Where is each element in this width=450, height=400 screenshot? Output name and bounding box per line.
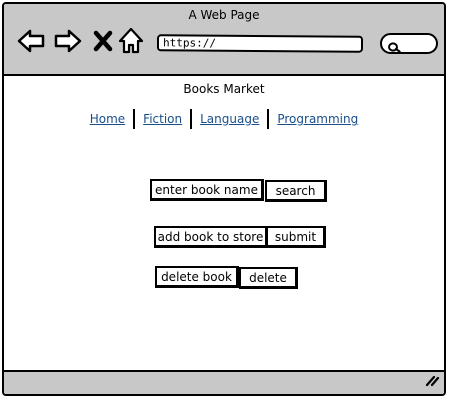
nav-divider <box>133 109 136 129</box>
nav-link-fiction[interactable]: Fiction <box>143 112 183 126</box>
submit-button[interactable]: submit <box>266 226 326 248</box>
nav-link-home[interactable]: Home <box>89 112 126 126</box>
nav-divider <box>190 109 193 129</box>
close-x-icon[interactable] <box>92 26 114 56</box>
site-nav: Home Fiction Language Programming <box>4 109 444 129</box>
page-content: Books Market Home Fiction Language Progr… <box>4 76 444 372</box>
address-bar-input[interactable] <box>156 34 364 53</box>
search-icon <box>386 38 402 57</box>
browser-search-field[interactable] <box>380 33 438 54</box>
forward-arrow-icon[interactable] <box>53 26 83 56</box>
search-button[interactable]: search <box>265 180 327 202</box>
add-book-input[interactable] <box>154 226 268 248</box>
status-bar <box>4 370 444 394</box>
nav-divider <box>267 109 270 129</box>
home-icon[interactable] <box>118 26 144 56</box>
browser-toolbar: A Web Page <box>4 4 444 76</box>
window-title: A Web Page <box>188 8 260 22</box>
nav-link-programming[interactable]: Programming <box>277 112 359 126</box>
nav-link-language[interactable]: Language <box>200 112 260 126</box>
delete-button[interactable]: delete <box>239 267 298 289</box>
delete-book-input[interactable] <box>155 266 239 288</box>
page-title: Books Market <box>183 82 265 96</box>
resize-grip-icon[interactable] <box>424 372 440 391</box>
browser-window: A Web Page <box>2 2 446 396</box>
back-arrow-icon[interactable] <box>16 26 46 56</box>
book-name-search-input[interactable] <box>150 179 264 201</box>
